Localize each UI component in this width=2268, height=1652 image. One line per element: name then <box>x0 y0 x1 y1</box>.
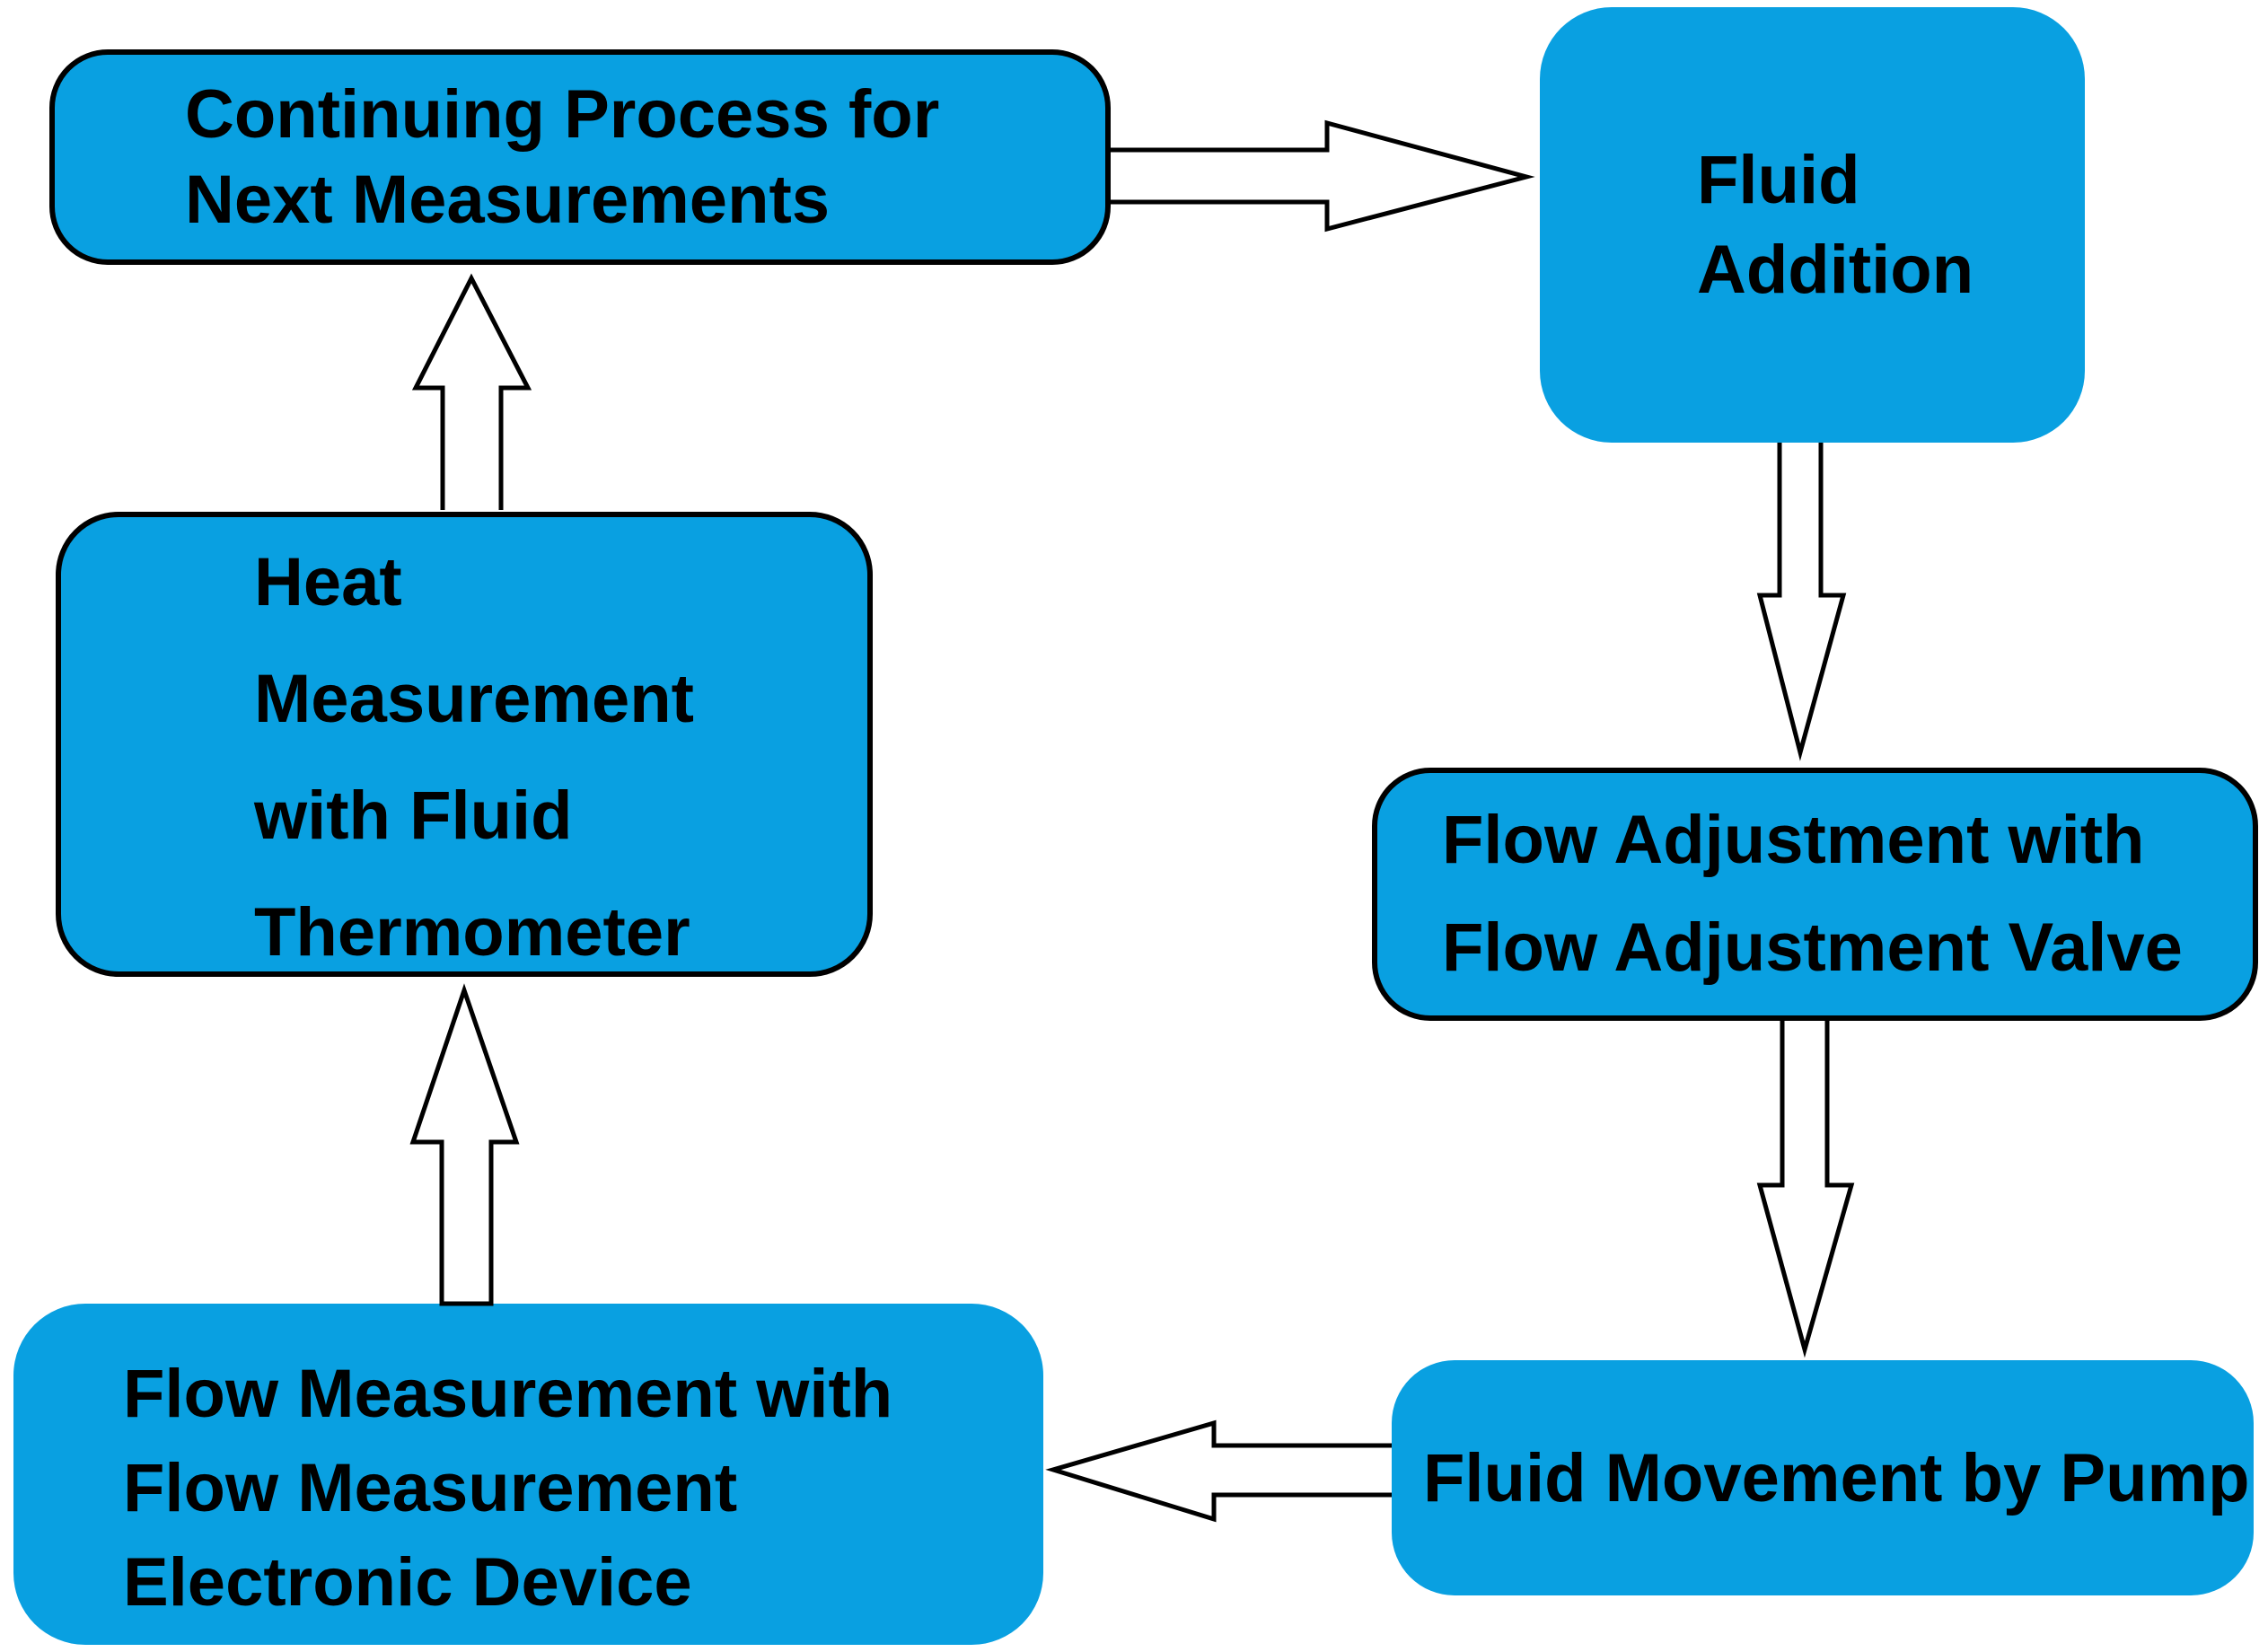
arrow-right-continuing-to-fluid-addition <box>1111 119 1535 233</box>
node-heat-measurement: Heat Measurement with Fluid Thermometer <box>56 512 873 977</box>
node-fluid-movement: Fluid Movement by Pump <box>1392 1360 2254 1595</box>
node-label-line: Flow Measurement <box>123 1449 738 1526</box>
node-continuing-process: Continuing Process for Next Measurements <box>49 49 1111 265</box>
node-flow-measurement: Flow Measurement with Flow Measurement E… <box>13 1304 1043 1645</box>
node-label-line: Measurement <box>254 661 694 737</box>
node-label-line: Flow Adjustment with <box>1442 802 2145 878</box>
node-label-line: Fluid <box>1697 141 1860 218</box>
node-label-line: Flow Adjustment Valve <box>1442 909 2183 986</box>
arrow-down-flow-adjustment-to-fluid-movement <box>1756 1021 1855 1358</box>
node-label-line: Addition <box>1697 231 1974 308</box>
arrow-up-flow-measurement-to-heat-measurement <box>409 983 520 1306</box>
node-label-line: with Fluid <box>254 778 573 854</box>
arrow-up-heat-measurement-to-continuing-process <box>411 273 532 510</box>
node-label-line: Continuing Process for <box>185 76 940 153</box>
node-fluid-addition: Fluid Addition <box>1540 7 2085 443</box>
node-label-line: Fluid Movement by Pump <box>1423 1439 2250 1516</box>
arrow-left-fluid-movement-to-flow-measurement <box>1045 1419 1392 1523</box>
node-label-line: Next Measurements <box>185 162 831 238</box>
node-label-line: Thermometer <box>254 894 690 971</box>
node-label-line: Heat <box>254 544 402 620</box>
node-label-line: Flow Measurement with <box>123 1355 893 1432</box>
node-label-line: Electronic Device <box>123 1543 692 1621</box>
node-flow-adjustment: Flow Adjustment with Flow Adjustment Val… <box>1372 768 2258 1021</box>
arrow-down-fluid-addition-to-flow-adjustment <box>1756 443 1847 761</box>
